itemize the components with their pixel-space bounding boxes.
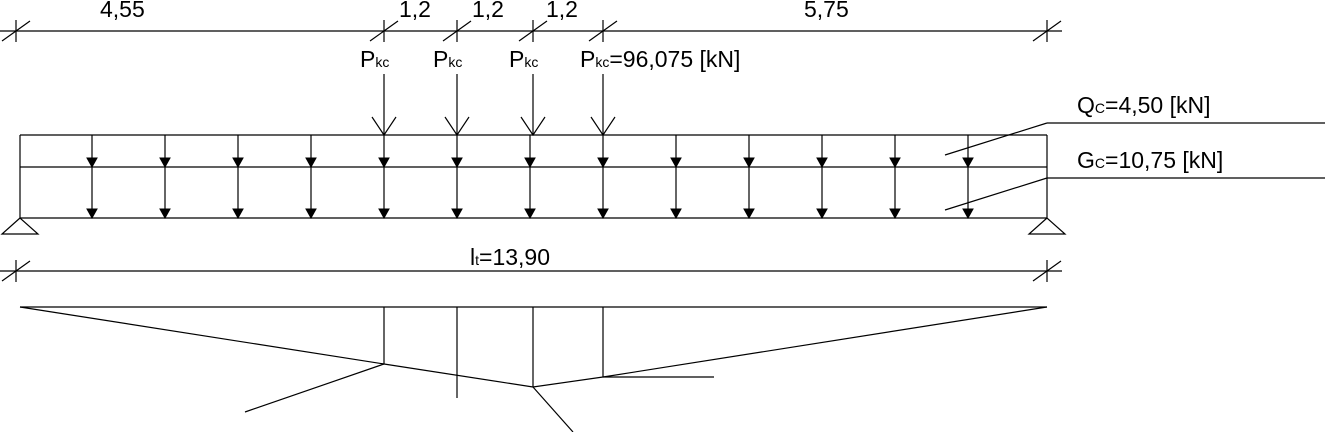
dist-load-arrowhead xyxy=(305,208,317,220)
dist-load-arrowhead xyxy=(743,157,755,169)
dist-load-arrowhead xyxy=(86,208,98,220)
right-support xyxy=(1027,217,1067,235)
pkc-label-1: Pkc xyxy=(360,46,389,72)
dist-load-arrowhead xyxy=(816,157,828,169)
dist-load-arrowhead xyxy=(597,157,609,169)
dim-5-75: 5,75 xyxy=(804,0,849,22)
qc-label: QC=4,50 [kN] xyxy=(1077,92,1211,118)
dist-load-arrowhead xyxy=(378,157,390,169)
span-label: lt=13,90 xyxy=(470,244,550,270)
distributed-load-arrows xyxy=(86,135,974,220)
dim-1-2-a: 1,2 xyxy=(399,0,431,22)
dist-load-arrowhead xyxy=(670,208,682,220)
point-load-arrows xyxy=(371,74,616,137)
dist-load-arrowhead xyxy=(86,157,98,169)
dim-4-55: 4,55 xyxy=(100,0,145,22)
dist-load-arrowhead xyxy=(889,208,901,220)
dist-load-arrowhead xyxy=(451,157,463,169)
q-leader xyxy=(944,122,1325,156)
dist-load-arrowhead xyxy=(816,208,828,220)
dist-load-arrowhead xyxy=(159,157,171,169)
dist-load-arrowhead xyxy=(524,157,536,169)
dist-load-arrowhead xyxy=(889,157,901,169)
left-support xyxy=(0,217,40,235)
dist-load-arrowhead xyxy=(962,157,974,169)
dist-load-arrowhead xyxy=(159,208,171,220)
gc-label: GC=10,75 [kN] xyxy=(1077,147,1223,173)
dist-load-arrowhead xyxy=(305,157,317,169)
dist-load-arrowhead xyxy=(962,208,974,220)
dim-1-2-b: 1,2 xyxy=(472,0,504,22)
pkc-label-4: Pkc=96,075 [kN] xyxy=(580,46,740,72)
dist-load-arrowhead xyxy=(232,157,244,169)
dist-load-arrowhead xyxy=(378,208,390,220)
g-leader xyxy=(944,177,1325,211)
beam xyxy=(19,134,1048,219)
dist-load-arrowhead xyxy=(524,208,536,220)
dist-load-arrowhead xyxy=(597,208,609,220)
top-dimension-line xyxy=(0,20,1062,42)
pkc-label-3: Pkc xyxy=(509,46,538,72)
dist-load-arrowhead xyxy=(451,208,463,220)
influence-line-diagram xyxy=(19,306,1048,432)
pkc-label-2: Pkc xyxy=(433,46,462,72)
dist-load-arrowhead xyxy=(743,208,755,220)
dim-1-2-c: 1,2 xyxy=(546,0,578,22)
dist-load-arrowhead xyxy=(670,157,682,169)
span-dimension-line xyxy=(0,260,1062,282)
dist-load-arrowhead xyxy=(232,208,244,220)
